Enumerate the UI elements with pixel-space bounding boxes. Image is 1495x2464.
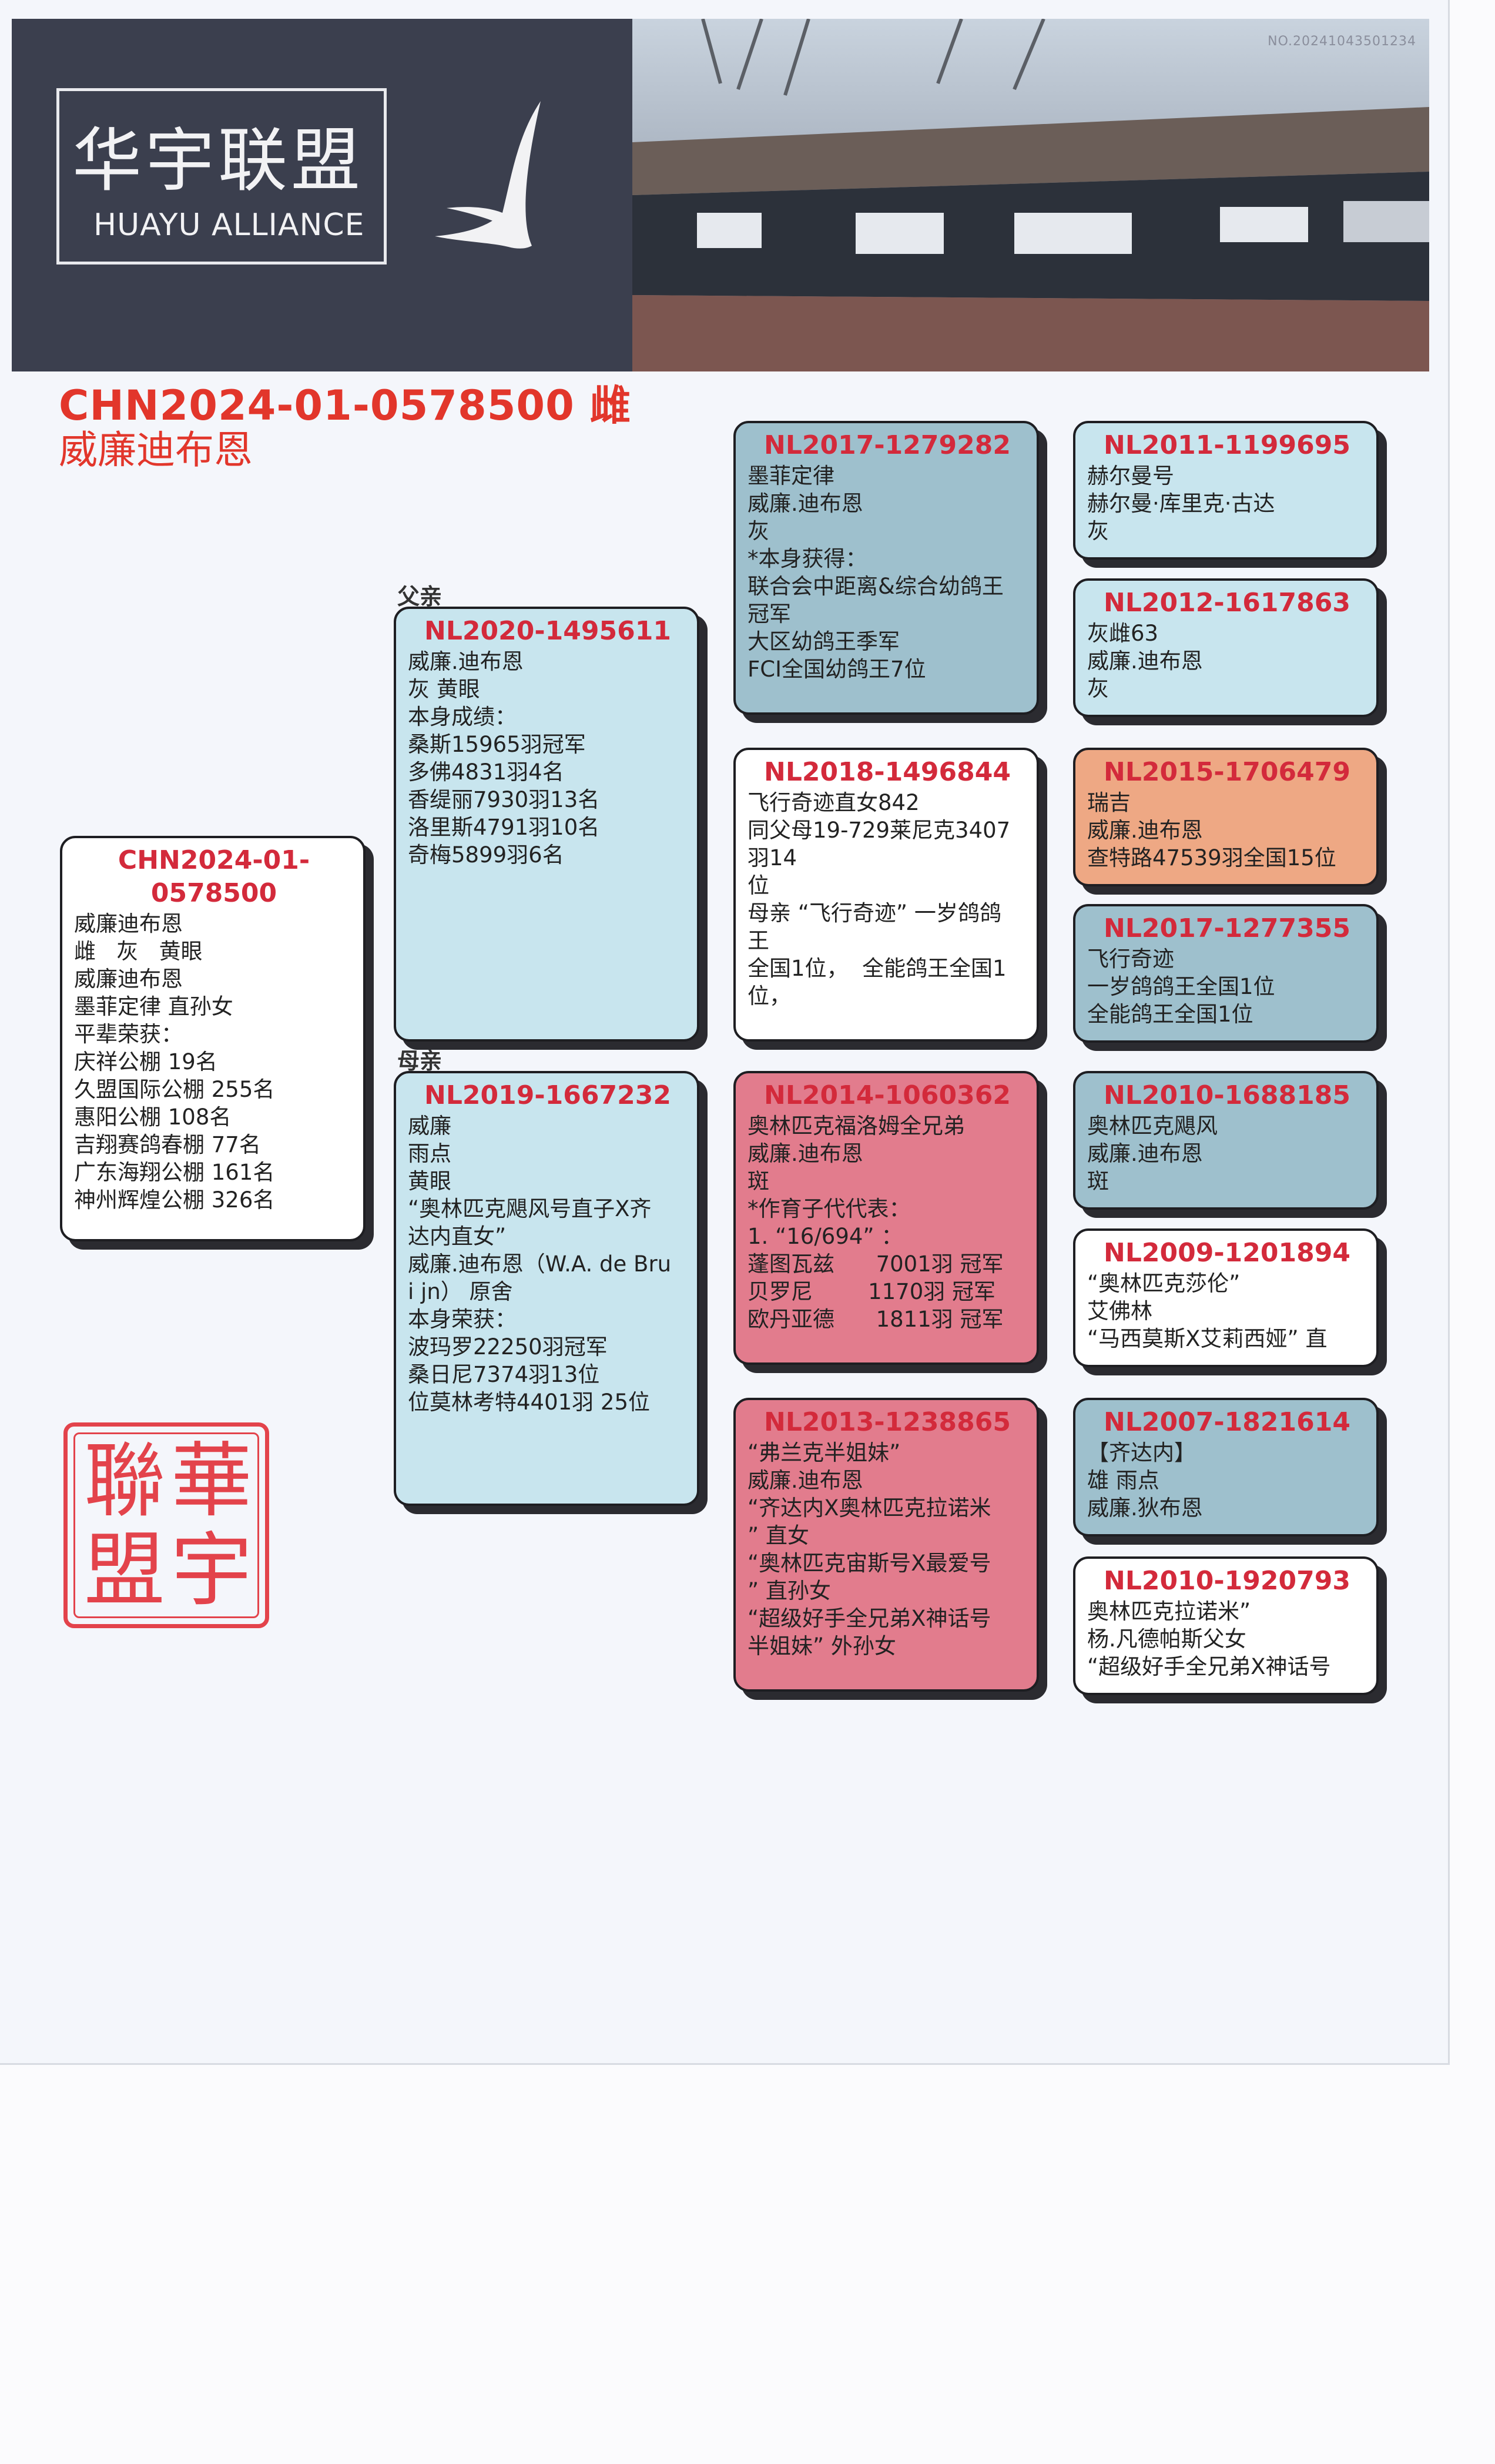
card-ring-number: NL2010-1688185	[1104, 1080, 1350, 1110]
label-mother: 母亲	[397, 1048, 443, 1074]
card-ring-number: NL2007-1821614	[1104, 1407, 1350, 1437]
pigeon-ring-number: CHN2024-01-0578500 雌	[59, 381, 632, 430]
card-ring-number: NL2020-1495611	[424, 616, 671, 646]
card-sire-dam-dam: NL2017-1277355 飞行奇迹 一岁鸽鸽王全国1位 全能鸽王全国1位	[1073, 904, 1379, 1043]
card-details: 威廉 雨点 黄眼 “奥林匹克飓风号直子X齐 达内直女” 威廉.迪布恩（W.A. …	[408, 1113, 672, 1415]
card-ring-number: NL2017-1277355	[1104, 913, 1350, 943]
seal-char: 盟	[84, 1523, 166, 1618]
card-sire-sire-sire: NL2011-1199695 赫尔曼号 赫尔曼·库里克·古达 灰	[1073, 421, 1379, 560]
card-details: “奥林匹克莎伦” 艾佛林 “马西莫斯X艾莉西娅” 直	[1087, 1271, 1328, 1351]
card-details: 【齐达内】 雄 雨点 威廉.狄布恩	[1087, 1440, 1203, 1521]
card-sire-sire: NL2017-1279282 墨菲定律 威廉.迪布恩 灰 *本身获得： 联合会中…	[733, 421, 1039, 715]
card-details: 灰雌63 威廉.迪布恩 灰	[1087, 621, 1203, 701]
card-sire-dam: NL2018-1496844 飞行奇迹直女842 同父母19-729莱尼克340…	[733, 748, 1039, 1042]
card-details: 墨菲定律 威廉.迪布恩 灰 *本身获得： 联合会中距离&综合幼鸽王 冠军 大区幼…	[748, 463, 1004, 682]
card-dam-dam: NL2013-1238865 “弗兰克半姐妹” 威廉.迪布恩 “齐达内X奥林匹克…	[733, 1398, 1039, 1692]
card-ring-number: NL2009-1201894	[1104, 1238, 1350, 1268]
card-sire-sire-dam: NL2012-1617863 灰雌63 威廉.迪布恩 灰	[1073, 578, 1379, 717]
card-ring-number: CHN2024-01-0578500	[118, 845, 310, 908]
card-details: 瑞吉 威廉.迪布恩 查特路47539羽全国15位	[1087, 790, 1336, 871]
card-details: 奥林匹克飓风 威廉.迪布恩 斑	[1087, 1113, 1218, 1194]
card-ring-number: NL2017-1279282	[764, 430, 1011, 460]
card-dam-sire-sire: NL2010-1688185 奥林匹克飓风 威廉.迪布恩 斑	[1073, 1071, 1379, 1210]
label-father: 父亲	[397, 584, 443, 610]
card-details: “弗兰克半姐妹” 威廉.迪布恩 “齐达内X奥林匹克拉诺米 ” 直女 “奥林匹克宙…	[748, 1440, 991, 1659]
card-dam-dam-dam: NL2010-1920793 奥林匹克拉诺米” 杨.凡德帕斯父女 “超级好手全兄…	[1073, 1556, 1379, 1695]
card-dam-dam-sire: NL2007-1821614 【齐达内】 雄 雨点 威廉.狄布恩	[1073, 1398, 1379, 1536]
seal-char: 聯	[84, 1434, 166, 1528]
card-dam: NL2019-1667232 威廉 雨点 黄眼 “奥林匹克飓风号直子X齐 达内直…	[394, 1071, 699, 1506]
red-seal-stamp: 華 宇 聯 盟	[63, 1422, 269, 1628]
card-ring-number: NL2014-1060362	[764, 1080, 1011, 1110]
seal-char: 宇	[171, 1523, 253, 1618]
card-details: 飞行奇迹直女842 同父母19-729莱尼克3407 羽14 位 母亲 “飞行奇…	[748, 790, 1011, 1009]
card-ring-number: NL2015-1706479	[1104, 757, 1350, 787]
card-details: 赫尔曼号 赫尔曼·库里克·古达 灰	[1087, 463, 1275, 544]
card-ring-number: NL2019-1667232	[424, 1080, 671, 1110]
card-sire-dam-sire: NL2015-1706479 瑞吉 威廉.迪布恩 查特路47539羽全国15位	[1073, 748, 1379, 886]
card-ring-number: NL2012-1617863	[1104, 588, 1350, 618]
card-dam-sire-dam: NL2009-1201894 “奥林匹克莎伦” 艾佛林 “马西莫斯X艾莉西娅” …	[1073, 1228, 1379, 1367]
pedigree-sheet: 华宇联盟 HUAYU ALLIANCE NO.20241043501234	[0, 0, 1450, 2065]
card-details: 奥林匹克福洛姆全兄弟 威廉.迪布恩 斑 *作育子代代表： 1. “16/694”…	[748, 1113, 1004, 1332]
logo-english-text: HUAYU ALLIANCE	[93, 207, 365, 243]
card-details: 威廉.迪布恩 灰 黄眼 本身成绩： 桑斯15965羽冠军 多佛4831羽4名 香…	[408, 649, 600, 868]
card-details: 奥林匹克拉诺米” 杨.凡德帕斯父女 “超级好手全兄弟X神话号	[1087, 1599, 1331, 1679]
card-ring-number: NL2013-1238865	[764, 1407, 1011, 1437]
card-details: 威廉迪布恩 雌 灰 黄眼 威廉迪布恩 墨菲定律 直孙女 平辈荣获： 庆祥公棚 1…	[74, 911, 275, 1213]
card-dam-sire: NL2014-1060362 奥林匹克福洛姆全兄弟 威廉.迪布恩 斑 *作育子代…	[733, 1071, 1039, 1365]
seal-char: 華	[171, 1434, 253, 1528]
pigeon-name: 威廉迪布恩	[59, 427, 253, 473]
card-pigeon: CHN2024-01-0578500 威廉迪布恩 雌 灰 黄眼 威廉迪布恩 墨菲…	[60, 836, 366, 1241]
logo-chinese-text: 华宇联盟	[72, 120, 364, 201]
serial-number: NO.20241043501234	[1268, 34, 1416, 49]
bird-icon	[435, 101, 541, 249]
card-details: 飞行奇迹 一岁鸽鸽王全国1位 全能鸽王全国1位	[1087, 946, 1275, 1027]
card-ring-number: NL2018-1496844	[764, 757, 1011, 787]
loft-photo	[632, 19, 1429, 371]
card-ring-number: NL2010-1920793	[1104, 1566, 1350, 1596]
header-banner: 华宇联盟 HUAYU ALLIANCE NO.20241043501234	[12, 19, 1429, 371]
logo: 华宇联盟 HUAYU ALLIANCE	[56, 88, 387, 265]
card-sire: NL2020-1495611 威廉.迪布恩 灰 黄眼 本身成绩： 桑斯15965…	[394, 607, 699, 1042]
card-ring-number: NL2011-1199695	[1104, 430, 1350, 460]
